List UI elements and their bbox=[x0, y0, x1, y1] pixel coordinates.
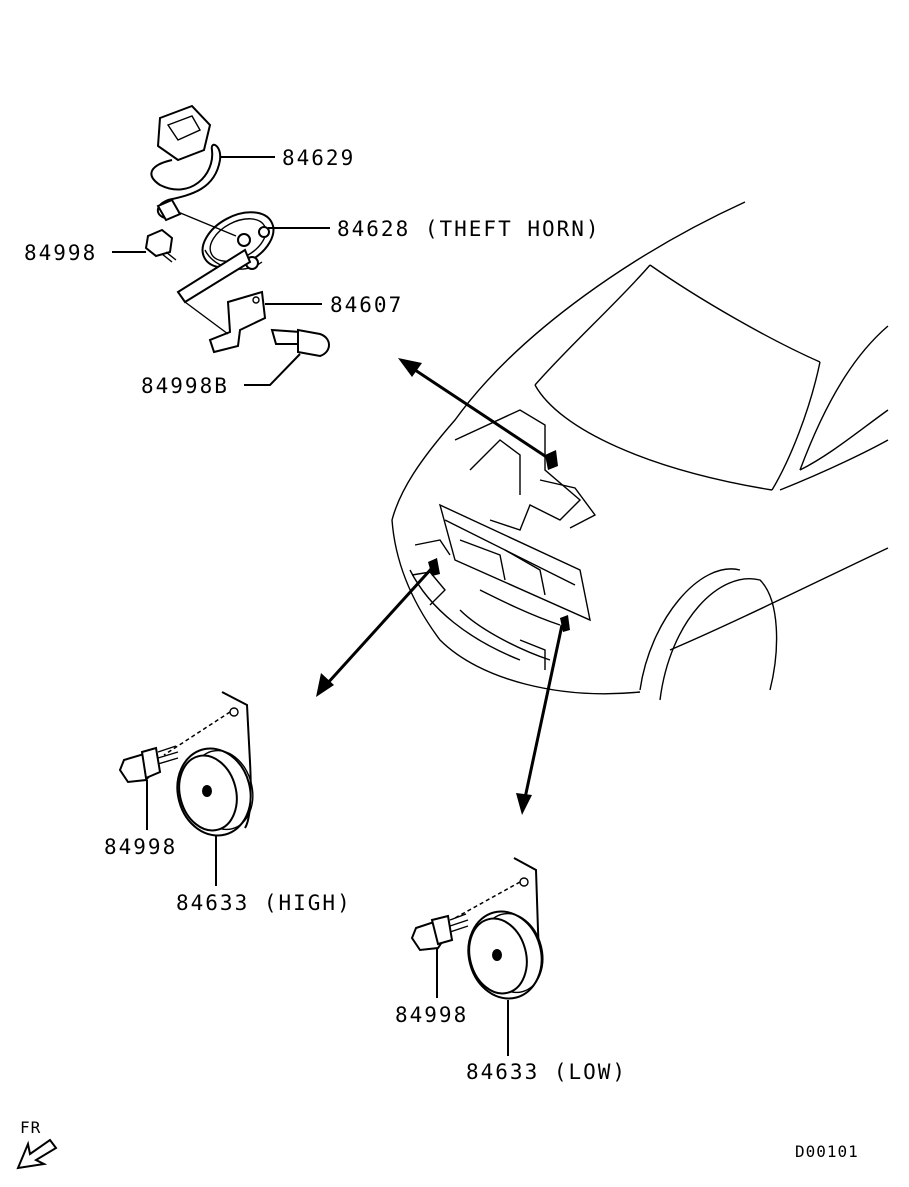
label-84629: 84629 bbox=[282, 146, 355, 170]
label-84998b: 84998B bbox=[141, 374, 229, 398]
label-84607: 84607 bbox=[330, 293, 403, 317]
label-84633-high: 84633 (HIGH) bbox=[176, 891, 352, 915]
label-84998-top: 84998 bbox=[24, 241, 97, 265]
front-arrow-icon bbox=[16, 1138, 58, 1170]
leader-lines bbox=[112, 156, 509, 1056]
label-84633-low: 84633 (LOW) bbox=[466, 1060, 627, 1084]
theft-horn-assembly bbox=[144, 104, 330, 358]
horn-high-assembly bbox=[118, 691, 254, 837]
label-84998-low: 84998 bbox=[395, 1003, 468, 1027]
horn-low-assembly bbox=[410, 857, 544, 1000]
label-84998-high: 84998 bbox=[104, 835, 177, 859]
label-84628-theft-horn: 84628 (THEFT HORN) bbox=[337, 217, 601, 241]
front-direction-indicator: FR bbox=[16, 1118, 58, 1170]
pointer-arrows bbox=[316, 358, 564, 815]
diagram-id: D00101 bbox=[795, 1142, 859, 1161]
part-labels: 84629 84628 (THEFT HORN) 84998 84607 849… bbox=[24, 146, 627, 1084]
fr-label: FR bbox=[20, 1118, 41, 1137]
car-outline bbox=[391, 201, 889, 701]
